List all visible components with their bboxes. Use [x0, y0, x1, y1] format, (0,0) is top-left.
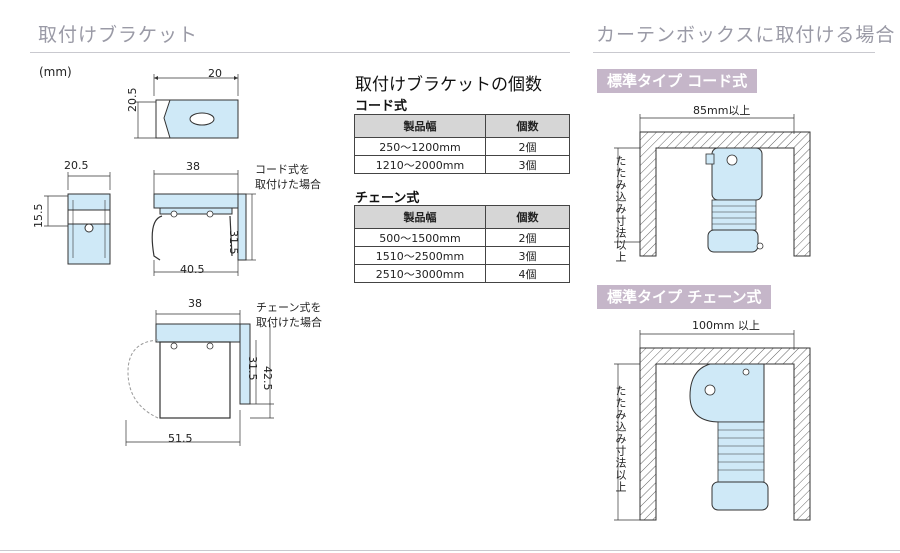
- chain-mount-top: 38: [188, 297, 202, 310]
- table-cell: 500～1500mm: [354, 228, 486, 247]
- table-cell: 2個: [485, 228, 570, 247]
- table-header: 製品幅: [354, 205, 486, 229]
- table-header: 個数: [485, 114, 570, 138]
- table-cell: 3個: [485, 246, 570, 265]
- chain-mount-label-1: チェーン式を: [256, 301, 322, 314]
- table-cell: 2510～3000mm: [354, 264, 486, 283]
- table-cell: 4個: [485, 264, 570, 283]
- std-chain-box-diagram: [614, 330, 811, 521]
- std-cord-box-diagram: [614, 114, 811, 257]
- right-title-underline: [593, 52, 875, 53]
- right-section-title: カーテンボックスに取付ける場合: [596, 24, 896, 46]
- chain-mount-height2: 42.5: [261, 366, 274, 391]
- chain-mount-label-2: 取付けた場合: [256, 316, 322, 329]
- std-cord-badge: 標準タイプ コード式: [597, 69, 758, 93]
- chain-mount-bottom: 51.5: [168, 432, 193, 445]
- table-header: 個数: [485, 205, 570, 229]
- table-cell: 1210～2000mm: [354, 155, 486, 174]
- cord-table-heading: コード式: [355, 99, 408, 114]
- std-chain-badge: 標準タイプ チェーン式: [597, 285, 772, 309]
- table-cell: 2個: [485, 137, 570, 156]
- std-chain-depth-label: たたみ込み寸法以上: [614, 385, 627, 493]
- std-chain-width-label: 100mm 以上: [692, 319, 760, 332]
- cord-mount-height: 31.5: [227, 230, 240, 255]
- table-header: 製品幅: [354, 114, 486, 138]
- cord-mount-top: 38: [186, 160, 200, 173]
- bracket-side-diagram: [44, 172, 111, 265]
- bracket-top-diagram: [134, 74, 239, 139]
- left-section-title: 取付けブラケット: [38, 24, 199, 46]
- std-cord-width-label: 85mm以上: [693, 104, 751, 117]
- cord-mount-label-1: コード式を: [255, 163, 310, 176]
- chain-mount-diagram: [125, 310, 274, 446]
- table-cell: 1510～2500mm: [354, 246, 486, 265]
- table-cell: 250～1200mm: [354, 137, 486, 156]
- cord-mount-diagram: [151, 170, 256, 276]
- table-cell: 3個: [485, 155, 570, 174]
- chain-mount-height1: 31.5: [246, 356, 259, 381]
- bracket-side-width: 20.5: [64, 159, 89, 172]
- bracket-side-height: 15.5: [32, 203, 45, 229]
- std-cord-depth-label: たたみ込み寸法以上: [614, 155, 627, 263]
- left-title-underline: [30, 52, 570, 53]
- bracket-top-height: 20.5: [126, 87, 139, 113]
- bracket-top-width: 20: [208, 67, 222, 80]
- bottom-divider: [0, 550, 900, 551]
- chain-table-heading: チェーン式: [355, 191, 420, 206]
- cord-mount-label-2: 取付けた場合: [255, 178, 321, 191]
- cord-mount-bottom: 40.5: [180, 263, 205, 276]
- unit-label: (mm): [39, 65, 72, 79]
- count-title: 取付けブラケットの個数: [355, 75, 542, 95]
